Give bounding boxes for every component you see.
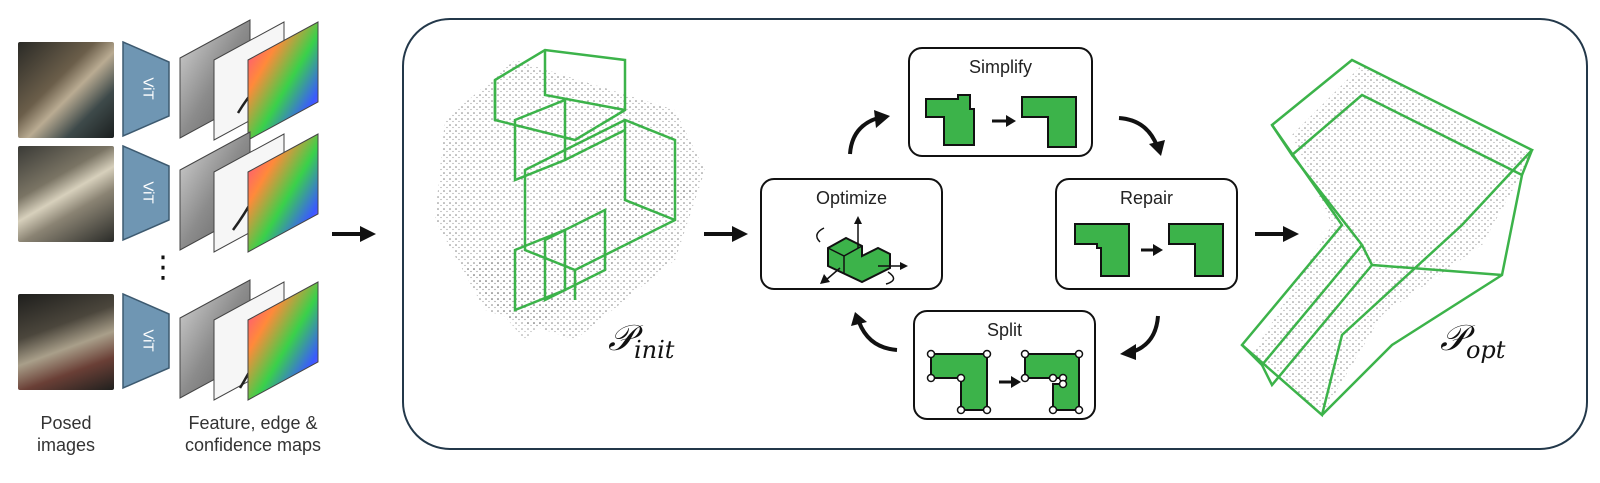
arrow-simplify-to-repair (1118, 116, 1165, 156)
split-box: Split (913, 310, 1096, 420)
p-opt-subscript: opt (1465, 336, 1506, 364)
p-init-label: 𝒫init (608, 318, 674, 364)
map-stack-3 (179, 279, 319, 401)
vit-label-2: ViT (139, 181, 157, 204)
map-stack-2 (179, 131, 319, 253)
optimize-box: Optimize (760, 178, 943, 290)
p-init-subscript: init (633, 336, 675, 364)
vit-label-3: ViT (139, 329, 157, 352)
simplify-box: Simplify (908, 47, 1093, 157)
vit-label-1: ViT (139, 77, 157, 100)
maps-label: Feature, edge & confidence maps (184, 413, 322, 455)
posed-image-1 (18, 42, 114, 138)
arrow-split-to-optimize (851, 312, 898, 352)
arrow-repair-to-split (1120, 315, 1160, 360)
split-title: Split (986, 320, 1022, 340)
posed-image-2 (18, 146, 114, 242)
vit-encoder-2 (122, 144, 170, 242)
arrow-to-output (1255, 226, 1299, 242)
repair-shapes (1074, 223, 1224, 277)
arrow-to-optimize (704, 226, 748, 242)
posed-images-label: Posed images (36, 413, 96, 455)
pipeline-panel (402, 18, 1588, 450)
p-opt-label: 𝒫opt (1440, 318, 1505, 364)
map-stack-1 (179, 19, 319, 141)
optimize-shape (816, 216, 908, 285)
p-opt-symbol: 𝒫 (1440, 318, 1466, 359)
repair-box: Repair (1055, 178, 1238, 290)
arrow-into-panel (332, 226, 376, 242)
split-shapes (926, 349, 1084, 415)
initial-pointcloud (435, 48, 705, 340)
vit-encoder-3 (122, 292, 170, 390)
simplify-title: Simplify (968, 57, 1032, 77)
p-init-symbol: 𝒫 (608, 318, 634, 359)
ellipsis: ⋮ (148, 251, 178, 284)
optimize-title: Optimize (815, 188, 887, 208)
simplify-shapes (925, 94, 1077, 148)
vit-encoder-1 (122, 40, 170, 138)
arrow-optimize-to-simplify (848, 110, 890, 155)
optimized-pointcloud (1240, 58, 1535, 418)
repair-title: Repair (1119, 188, 1174, 208)
posed-image-3 (18, 294, 114, 390)
